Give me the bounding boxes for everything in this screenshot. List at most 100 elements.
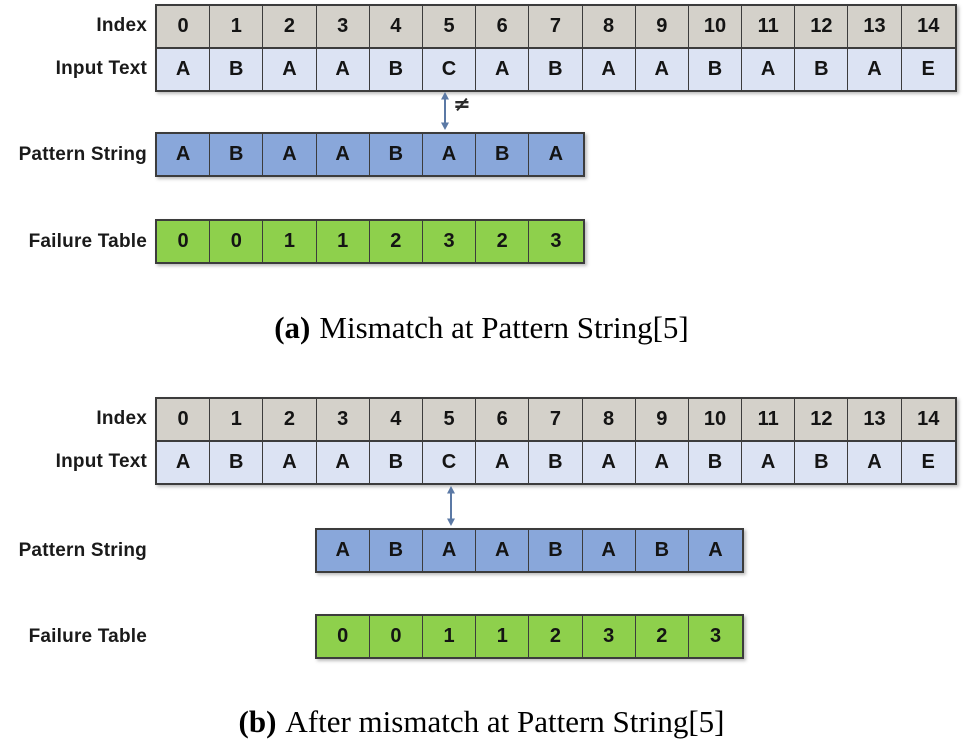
table-cell: C (422, 442, 477, 483)
table-cell: A (157, 49, 211, 90)
table-cell: A (263, 134, 317, 175)
table-cell: A (157, 134, 211, 175)
index-label-b: Index (96, 407, 147, 429)
table-cell: 11 (742, 6, 796, 47)
table-cell: 7 (529, 399, 583, 440)
table-cell: A (635, 442, 689, 483)
input-text-label-b: Input Text (55, 450, 147, 472)
table-cell: 1 (476, 616, 530, 657)
table-cell: 8 (582, 399, 636, 440)
table-cell: B (476, 134, 530, 175)
table-cell: 10 (688, 6, 743, 47)
table-cell: 6 (476, 6, 530, 47)
table-cell: A (316, 530, 370, 571)
table-cell: A (582, 442, 636, 483)
table-cell: 2 (476, 221, 530, 262)
table-cell: 2 (263, 6, 317, 47)
table-cell: A (688, 530, 743, 571)
table-cell: 3 (529, 221, 583, 262)
table-cell: 3 (688, 616, 743, 657)
table-cell: B (795, 49, 849, 90)
table-cell: 7 (529, 6, 583, 47)
table-cell: B (529, 49, 583, 90)
table-cell: 1 (422, 616, 477, 657)
table-cell: A (316, 442, 370, 483)
table-cell: 14 (901, 399, 955, 440)
table-cell: A (635, 49, 689, 90)
table-cell: B (210, 134, 264, 175)
table-cell: A (848, 442, 902, 483)
table-cell: A (422, 530, 477, 571)
table-cell: 5 (422, 6, 477, 47)
mismatch-arrow-a (441, 92, 449, 130)
table-cell: A (582, 530, 636, 571)
index-label-a: Index (96, 14, 147, 36)
table-cell: A (422, 134, 477, 175)
table-cell: E (901, 442, 955, 483)
table-cell: 1 (316, 221, 370, 262)
table-cell: A (742, 49, 796, 90)
caption-b: (b)After mismatch at Pattern String[5] (0, 704, 963, 740)
table-cell: C (422, 49, 477, 90)
table-cell: 2 (635, 616, 689, 657)
table-cell: A (476, 442, 530, 483)
table-cell: A (848, 49, 902, 90)
table-cell: 3 (316, 399, 370, 440)
table-cell: B (529, 442, 583, 483)
pattern-string-label-a: Pattern String (18, 143, 147, 165)
table-cell: A (476, 530, 530, 571)
input-text-label-a: Input Text (55, 57, 147, 79)
table-cell: A (529, 134, 583, 175)
table-cell: B (369, 134, 423, 175)
table-cell: 5 (422, 399, 477, 440)
table-cell: 4 (369, 6, 423, 47)
table-cell: 4 (369, 399, 423, 440)
table-cell: A (742, 442, 796, 483)
table-cell: A (316, 49, 370, 90)
table-cell: B (369, 442, 423, 483)
table-cell: 11 (742, 399, 796, 440)
table-cell: A (263, 442, 317, 483)
table-cell: 0 (157, 6, 211, 47)
table-cell: 0 (157, 399, 211, 440)
table-cell: 9 (635, 6, 689, 47)
table-cell: 0 (316, 616, 370, 657)
table-cell: B (369, 49, 423, 90)
table-cell: B (795, 442, 849, 483)
failure-table-label-a: Failure Table (28, 230, 147, 252)
table-cell: A (582, 49, 636, 90)
table-cell: 9 (635, 399, 689, 440)
table-cell: B (688, 442, 743, 483)
caption-a-text: Mismatch at Pattern String[5] (319, 310, 689, 345)
table-cell: B (210, 442, 264, 483)
table-cell: B (635, 530, 689, 571)
table-cell: 12 (795, 399, 849, 440)
table-cell: 8 (582, 6, 636, 47)
table-cell: 13 (848, 399, 902, 440)
table-cell: 14 (901, 6, 955, 47)
table-cell: A (316, 134, 370, 175)
table-cell: B (529, 530, 583, 571)
not-equal-symbol-a: ≠ (453, 92, 471, 116)
pattern-string-label-b: Pattern String (18, 539, 147, 561)
table-cell: 0 (157, 221, 211, 262)
resume-compare-arrow-b (447, 486, 455, 526)
table-cell: 1 (210, 399, 264, 440)
table-cell: B (210, 49, 264, 90)
table-cell: A (476, 49, 530, 90)
table-cell: 2 (263, 399, 317, 440)
table-cell: 1 (210, 6, 264, 47)
table-cell: 0 (369, 616, 423, 657)
